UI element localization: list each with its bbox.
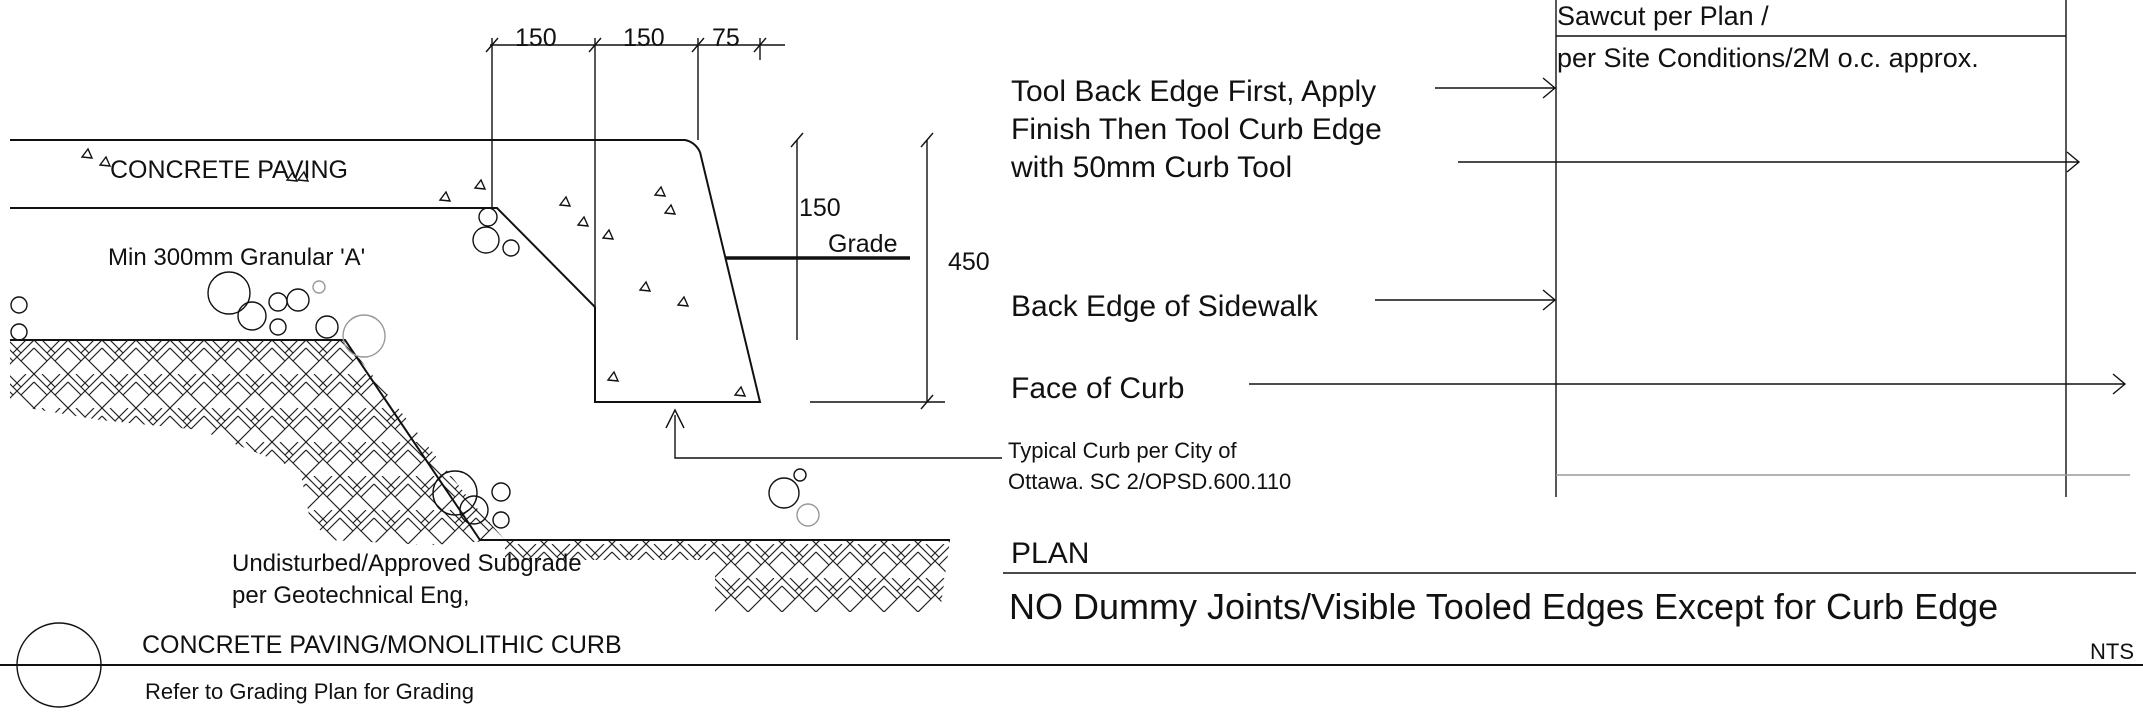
dim-150-vertical: 150	[799, 194, 841, 222]
curb-section: 150 150 75 150 450 Grade CONCRETE PAVING…	[10, 24, 1291, 612]
face-of-curb-arrow-head	[2112, 373, 2127, 395]
tool-note-line2: Finish Then Tool Curb Edge	[1011, 113, 1382, 146]
dim-150-b: 150	[623, 24, 665, 52]
title-block: CONCRETE PAVING/MONOLITHIC CURB Refer to…	[0, 622, 2143, 708]
subgrade-hatch-right	[715, 540, 950, 612]
tool-note-line1: Tool Back Edge First, Apply	[1011, 75, 1376, 108]
top-of-paving-line	[10, 139, 701, 153]
tool-arrow-1-head	[1542, 77, 1557, 99]
subgrade-label-line2: per Geotechnical Eng,	[232, 582, 469, 609]
face-of-curb-label: Face of Curb	[1011, 372, 1184, 405]
subgrade-hatch-mid	[505, 540, 715, 560]
subgrade-label-line1: Undisturbed/Approved Subgrade	[232, 550, 582, 577]
subgrade-hatch-lower	[300, 470, 505, 545]
concrete-texture	[80, 147, 747, 397]
concrete-paving-label: CONCRETE PAVING	[110, 156, 348, 184]
right-dimension-lines	[790, 132, 945, 410]
aggregate-stones-grey	[312, 280, 820, 527]
aggregate-stones	[10, 207, 807, 529]
back-edge-arrow-head	[1542, 289, 1557, 311]
scale-label: NTS	[2090, 639, 2134, 664]
dim-75: 75	[712, 24, 740, 52]
detail-subtitle: Refer to Grading Plan for Grading	[145, 679, 474, 704]
grade-label: Grade	[828, 230, 897, 258]
curb-note-arrowhead	[665, 408, 685, 429]
dim-150-a: 150	[515, 24, 557, 52]
dim-450: 450	[948, 248, 990, 276]
top-dimension-chain	[485, 37, 785, 402]
joints-note: NO Dummy Joints/Visible Tooled Edges Exc…	[1009, 586, 1998, 627]
tool-note-line3: with 50mm Curb Tool	[1010, 151, 1292, 184]
granular-base-line	[10, 339, 950, 541]
back-edge-label: Back Edge of Sidewalk	[1011, 290, 1319, 323]
subgrade-hatch-upper	[10, 340, 470, 520]
sawcut-label-line1: Sawcut per Plan /	[1557, 1, 1769, 31]
curb-note-leader	[674, 415, 1002, 459]
curb-note-line2: Ottawa. SC 2/OPSD.600.110	[1008, 469, 1291, 494]
granular-base-label: Min 300mm Granular 'A'	[108, 244, 365, 271]
curb-note-line1: Typical Curb per City of	[1008, 438, 1238, 463]
detail-reference-circle	[16, 622, 102, 708]
sawcut-label-line2: per Site Conditions/2M o.c. approx.	[1557, 43, 1979, 73]
plan-view: Sawcut per Plan / per Site Conditions/2M…	[1003, 0, 2136, 627]
detail-title: CONCRETE PAVING/MONOLITHIC CURB	[142, 631, 622, 659]
plan-label: PLAN	[1011, 537, 1089, 570]
tool-arrow-2-head	[2066, 151, 2081, 173]
